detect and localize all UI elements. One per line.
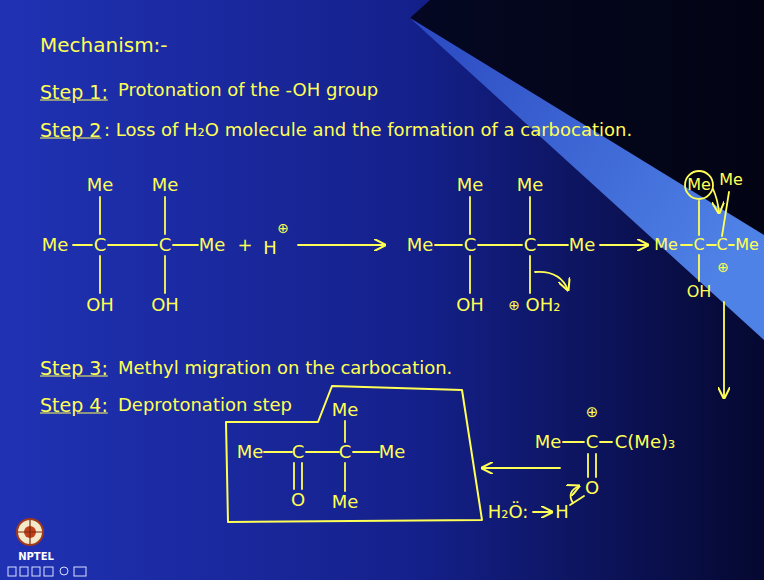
atom-label: Me xyxy=(457,176,484,194)
structure-bonds xyxy=(73,171,734,512)
step-heading: Step 1: xyxy=(40,83,108,102)
atom-label: OH₂ xyxy=(526,296,561,314)
atom-label: O xyxy=(585,479,599,497)
atom-label: + xyxy=(237,236,252,254)
atom-label: Me xyxy=(407,236,434,254)
atom-label: C xyxy=(292,443,305,461)
atom-label: Me xyxy=(654,237,678,253)
atom-label: Me xyxy=(535,433,562,451)
step-description: Methyl migration on the carbocation. xyxy=(118,359,452,377)
product-box: MeMeCCMeOMe xyxy=(222,382,486,526)
atom-label: Me xyxy=(199,236,226,254)
toolbar-icons xyxy=(8,567,86,576)
atom-label: Me xyxy=(332,401,359,419)
atom-label: OH xyxy=(456,296,484,314)
atom-label: Me xyxy=(237,443,264,461)
slide-heading: Mechanism:- xyxy=(40,35,168,55)
atom-label: Me xyxy=(517,176,544,194)
atom-label: Me xyxy=(719,172,743,188)
atom-label: C xyxy=(464,236,477,254)
atom-label: OH xyxy=(687,284,712,300)
atom-label: C xyxy=(586,433,599,451)
atom-label: C xyxy=(339,443,352,461)
atom-label: C(Me)₃ xyxy=(615,433,675,451)
atom-label: ⊕ xyxy=(508,298,520,312)
atom-label: ⊕ xyxy=(586,405,599,420)
atom-label: C xyxy=(94,236,107,254)
atom-label: Me xyxy=(42,236,69,254)
atom-label: C xyxy=(716,237,727,253)
atom-label: ⊕ xyxy=(717,260,729,274)
atom-label: OH xyxy=(151,296,179,314)
atom-label: C xyxy=(693,237,704,253)
logo-text: NPTEL xyxy=(18,552,54,562)
step-description: Deprotonation step xyxy=(118,396,292,414)
atom-label: H xyxy=(555,503,569,521)
step-heading: Step 3: xyxy=(40,359,108,378)
atom-label: OH xyxy=(86,296,114,314)
atom-label: C xyxy=(159,236,172,254)
step-description: Protonation of the -OH group xyxy=(118,81,378,99)
step-heading: Step 4: xyxy=(40,396,108,415)
atom-label: O xyxy=(291,491,305,509)
atom-label: Me xyxy=(152,176,179,194)
nptel-logo xyxy=(17,519,43,545)
atom-label: C xyxy=(524,236,537,254)
atom-label: Me xyxy=(687,177,711,193)
step-heading: Step 2 xyxy=(40,121,101,140)
atom-label: Me xyxy=(569,236,596,254)
atom-label: Me xyxy=(379,443,406,461)
atom-label: Me xyxy=(735,237,759,253)
atom-label: Me xyxy=(87,176,114,194)
step-description: : Loss of H₂O molecule and the formation… xyxy=(104,121,632,139)
atom-label: H₂Ö: xyxy=(488,503,529,521)
atom-label: H xyxy=(263,239,277,257)
atom-label: Me xyxy=(332,493,359,511)
atom-label: ⊕ xyxy=(277,221,289,235)
